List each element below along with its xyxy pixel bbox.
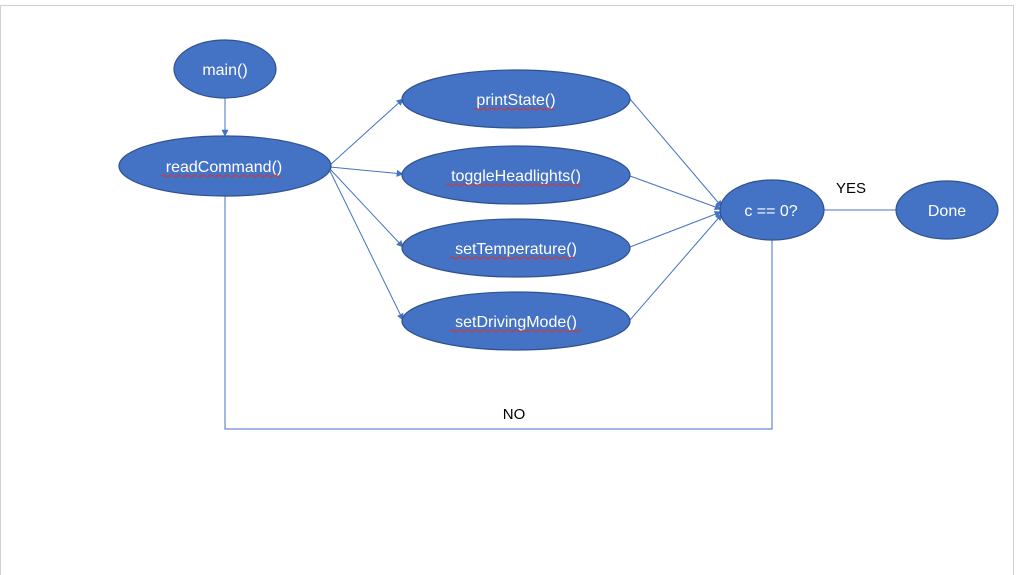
edge-setdrivingmode-to-condition — [629, 213, 723, 321]
edge-no-loop — [224, 196, 773, 430]
edge-readcommand-to-toggleheadlights — [329, 166, 404, 177]
edge-label-yes: YES — [836, 180, 866, 197]
node-condition-label: c == 0? — [744, 203, 797, 220]
spellcheck-squiggle — [160, 174, 282, 178]
node-condition: c == 0? — [719, 179, 825, 241]
spellcheck-squiggle — [449, 329, 583, 333]
node-done-label: Done — [928, 203, 966, 220]
node-settemperature: setTemperature() — [401, 218, 631, 278]
edge-readcommand-to-settemperature — [329, 168, 404, 248]
edge-readcommand-to-setdrivingmode — [329, 170, 404, 321]
edge-settemperature-to-condition — [629, 210, 722, 248]
node-readcommand: readCommand() — [118, 135, 332, 197]
node-done: Done — [895, 180, 999, 240]
edge-label-no: NO — [503, 406, 526, 423]
node-main-label: main() — [202, 62, 247, 79]
node-toggleheadlights: toggleHeadlights() — [401, 145, 631, 205]
node-printstate: printState() — [401, 69, 631, 129]
spellcheck-squiggle — [473, 107, 555, 111]
node-setdrivingmode-label: setDrivingMode() — [455, 314, 577, 331]
edges — [221, 98, 897, 430]
node-settemperature-label: setTemperature() — [455, 241, 577, 258]
spellcheck-squiggle — [449, 256, 575, 260]
edge-toggleheadlights-to-condition — [629, 175, 722, 211]
edge-printstate-to-condition — [629, 98, 723, 208]
node-main: main() — [173, 39, 277, 99]
node-printstate-label: printState() — [476, 92, 555, 109]
slide-border — [0, 5, 1014, 575]
spellcheck-squiggle — [445, 183, 583, 187]
node-setdrivingmode: setDrivingMode() — [401, 291, 631, 351]
edge-readcommand-to-printstate — [329, 98, 404, 166]
node-readcommand-label: readCommand() — [166, 159, 282, 176]
node-toggleheadlights-label: toggleHeadlights() — [451, 168, 581, 185]
